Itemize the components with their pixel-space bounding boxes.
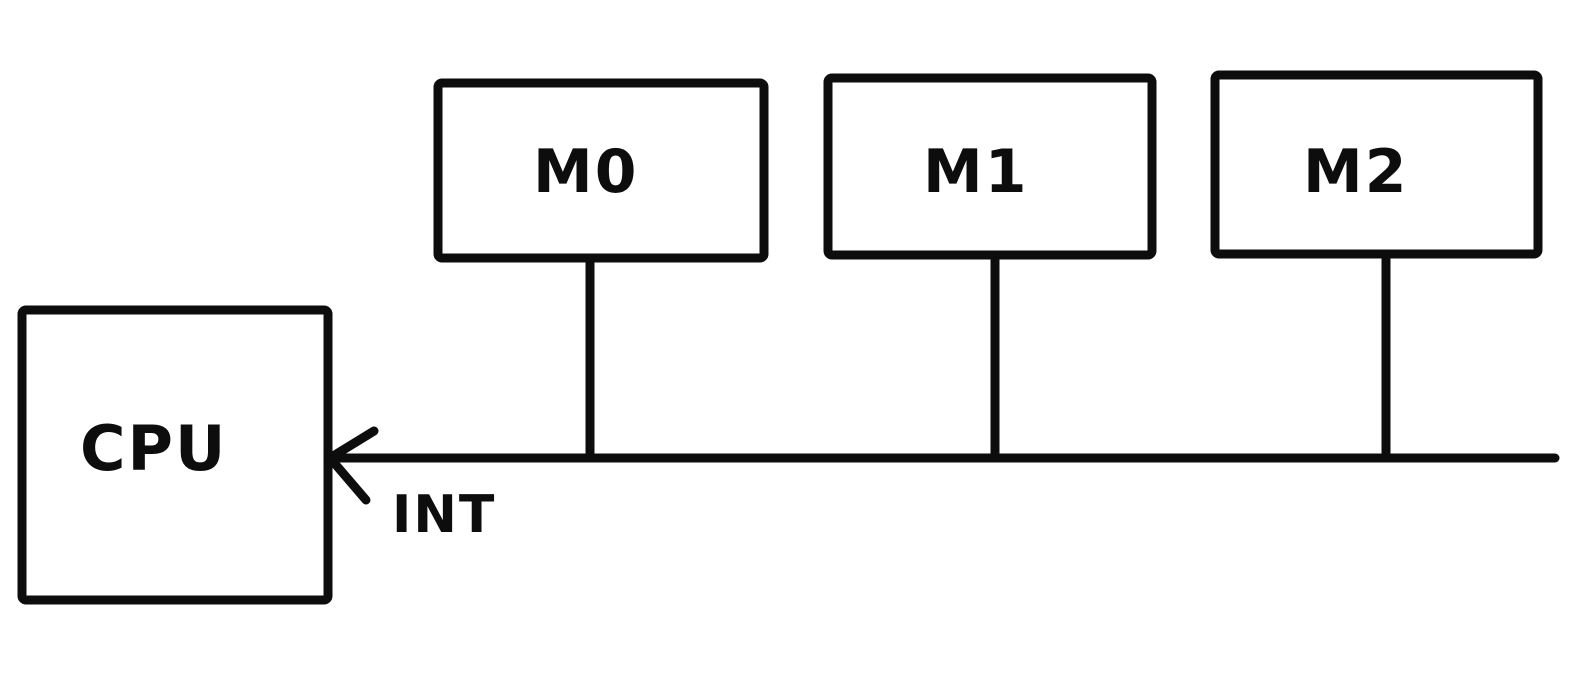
node-module-m1[interactable]: M1: [823, 73, 1157, 463]
m0-box[interactable]: [433, 78, 769, 263]
interrupt-bus[interactable]: [323, 426, 1560, 505]
cpu-label: CPU: [80, 412, 227, 485]
int-label: INT: [392, 485, 496, 545]
node-module-m2[interactable]: M2: [1210, 70, 1543, 463]
arrow-wing-upper: [325, 426, 379, 463]
m0-label: M0: [533, 137, 638, 207]
m1-box[interactable]: [823, 73, 1157, 260]
node-module-m0[interactable]: M0: [433, 78, 769, 463]
arrow-wing-lower: [325, 453, 371, 505]
node-cpu[interactable]: CPU: [17, 305, 333, 605]
m2-box[interactable]: [1210, 70, 1543, 259]
m1-label: M1: [923, 137, 1028, 207]
m2-label: M2: [1303, 137, 1408, 207]
